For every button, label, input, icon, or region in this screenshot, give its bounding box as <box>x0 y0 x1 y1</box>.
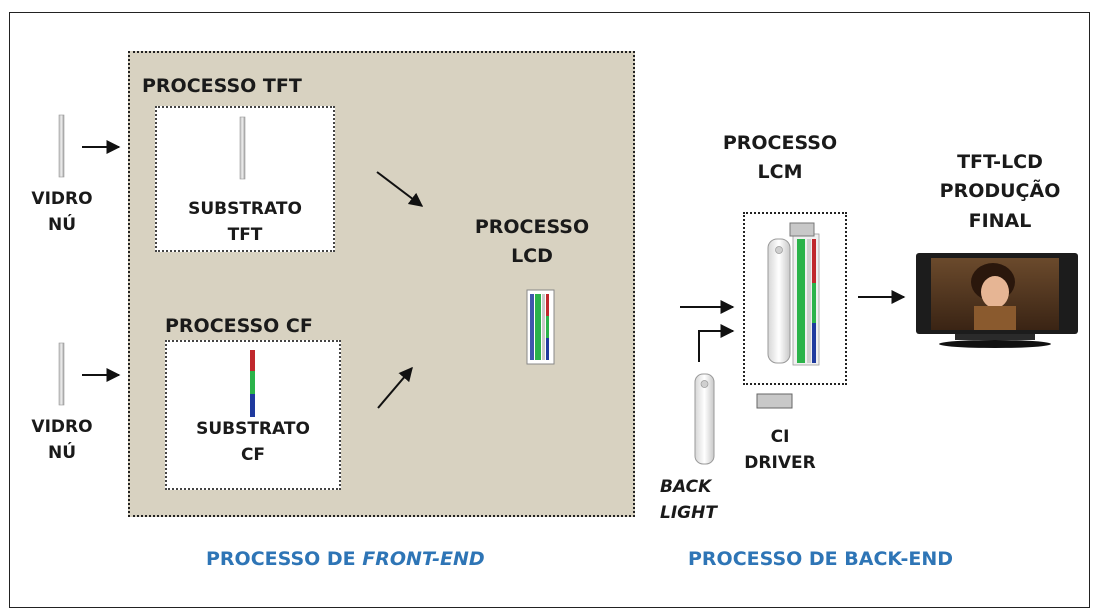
back-light-line1: BACK <box>660 477 712 497</box>
lcd-process-line1: PROCESSO <box>474 216 590 238</box>
final-line3: FINAL <box>968 209 1032 232</box>
cf-process-title: PROCESSO CF <box>165 315 313 337</box>
glass-bottom-line1: VIDRO <box>31 417 93 437</box>
cf-substrate-label: SUBSTRATO CF <box>165 416 341 469</box>
lcm-module-icon <box>767 222 820 366</box>
lcd-process-line2: LCD <box>511 245 553 268</box>
lcd-process-label: PROCESSO LCD <box>452 213 612 272</box>
tft-substrate-label: SUBSTRATO TFT <box>155 196 335 249</box>
ci-driver-chip-icon <box>756 393 793 409</box>
cf-substrate-icon <box>250 350 255 417</box>
frontend-caption-prefix: PROCESSO DE <box>206 548 363 570</box>
glass-top-line1: VIDRO <box>31 189 93 209</box>
lcd-panel-icon <box>526 289 555 365</box>
frontend-caption: PROCESSO DE FRONT-END <box>206 548 485 570</box>
frontend-caption-emphasis: FRONT-END <box>362 548 485 570</box>
tft-substrate-line2: TFT <box>227 225 263 246</box>
final-line1: TFT-LCD <box>957 151 1043 173</box>
tft-substrate-line1: SUBSTRATO <box>188 199 302 219</box>
ci-driver-line1: CI <box>770 427 790 447</box>
final-line2: PRODUÇÃO <box>939 180 1061 203</box>
glass-bottom-line2: NÚ <box>47 443 77 464</box>
back-light-label: BACK LIGHT <box>660 474 717 527</box>
backend-caption: PROCESSO DE BACK-END <box>688 548 954 570</box>
arrow-tft-to-lcd-icon <box>376 171 424 207</box>
lcm-process-line1: PROCESSO <box>722 132 838 154</box>
tft-process-title: PROCESSO TFT <box>142 75 302 97</box>
diagram-frame <box>9 12 1090 608</box>
glass-top-line2: NÚ <box>47 215 77 236</box>
arrow-cf-to-lcd-icon <box>377 366 413 409</box>
tft-substrate-icon <box>239 116 246 180</box>
tv-monitor-icon <box>916 253 1078 348</box>
glass-bottom-label: VIDRO NÚ <box>22 414 102 467</box>
glass-top-label: VIDRO NÚ <box>22 186 102 239</box>
lcm-process-label: PROCESSO LCM <box>700 129 860 188</box>
lcm-process-line2: LCM <box>757 161 803 184</box>
ci-driver-label: CI DRIVER <box>730 424 830 477</box>
backlight-icon <box>694 373 715 465</box>
cf-substrate-line1: SUBSTRATO <box>196 419 310 439</box>
arrow-backlight-to-lcm-icon <box>698 324 735 362</box>
glass-top-icon <box>58 114 65 178</box>
ci-driver-line2: DRIVER <box>744 453 816 474</box>
cf-substrate-line2: CF <box>240 445 266 466</box>
back-light-line2: LIGHT <box>660 503 717 524</box>
final-product-label: TFT-LCD PRODUÇÃO FINAL <box>912 148 1088 236</box>
glass-bottom-icon <box>58 342 65 406</box>
